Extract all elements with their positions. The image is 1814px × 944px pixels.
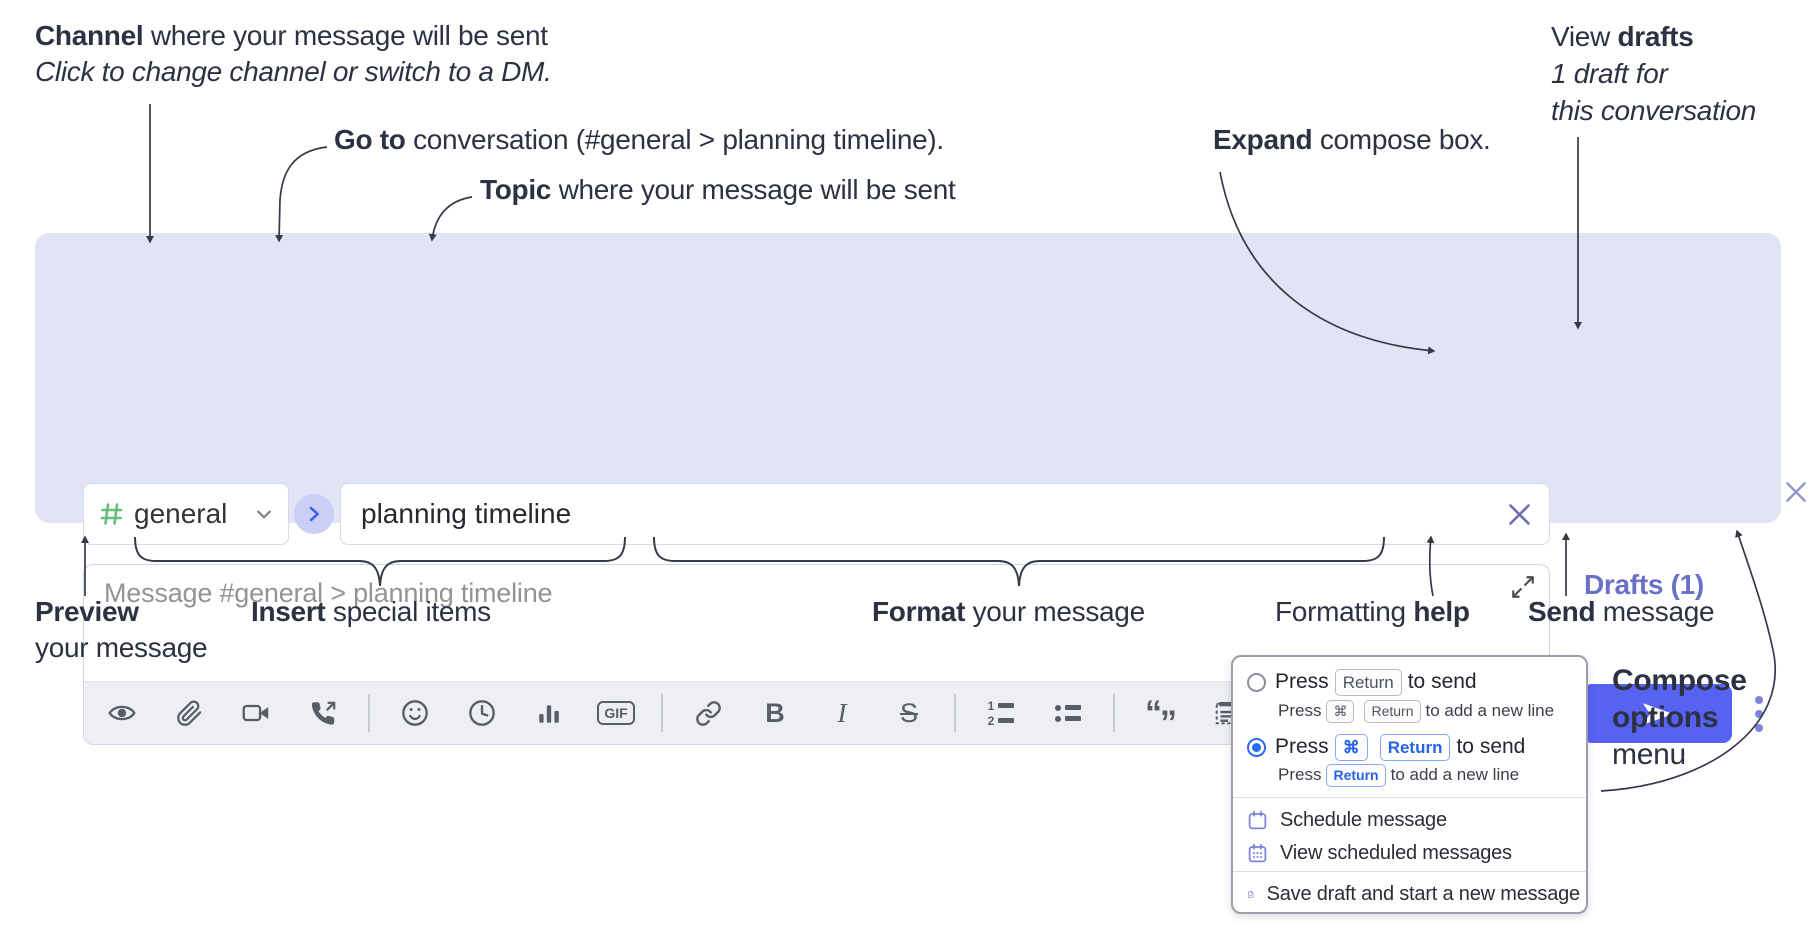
bulleted-list-icon[interactable]: [1046, 692, 1090, 734]
goto-pointer-line: [275, 146, 328, 243]
topic-input-value: planning timeline: [361, 498, 572, 529]
key-chip: Return: [1364, 699, 1421, 723]
radio-unselected[interactable]: [1247, 672, 1266, 692]
goto-annotation: Go to conversation (#general > planning …: [334, 124, 944, 155]
preview-eye-icon[interactable]: [100, 692, 144, 734]
attach-file-icon[interactable]: [167, 692, 211, 734]
key-chip: ⌘: [1326, 699, 1355, 723]
add-poll-icon[interactable]: [527, 692, 571, 734]
key-chip: Return: [1379, 733, 1451, 761]
compose-options-annotation: Compose options menu: [1612, 664, 1747, 771]
voice-call-icon[interactable]: [301, 692, 345, 734]
key-chip: ⌘: [1334, 733, 1368, 761]
channel-annotation-bold: Channel: [35, 20, 144, 51]
quote-icon[interactable]: “”: [1145, 694, 1177, 742]
schedule-calendar-icon: [1248, 810, 1267, 830]
menu-option-text: to add a new line: [1390, 765, 1520, 784]
compose-options-menu-button[interactable]: [1742, 689, 1776, 739]
close-icon: [1786, 482, 1806, 502]
menu-item-schedule-message[interactable]: Schedule message: [1247, 804, 1580, 837]
italic-icon[interactable]: I: [837, 697, 847, 728]
expand-diagonal-icon: [1512, 576, 1534, 598]
close-compose-button[interactable]: [1783, 479, 1809, 505]
channel-name: general: [134, 498, 228, 529]
topic-annotation: Topic where your message will be sent: [480, 174, 956, 205]
menu-option-text: to add a new line: [1425, 701, 1555, 720]
menu-option-text: to send: [1407, 670, 1477, 693]
preview-annotation: Preview your message: [35, 596, 208, 663]
toolbar-divider: [661, 694, 663, 732]
view-drafts-annotation: View drafts 1 draft for this conversatio…: [1551, 21, 1757, 126]
radio-selected[interactable]: [1247, 737, 1266, 757]
key-chip: Return: [1334, 668, 1402, 696]
toolbar-divider: [1113, 694, 1115, 732]
channel-annotation-line2: Click to change channel or switch to a D…: [35, 56, 552, 87]
insert-annotation: Insert special items: [251, 596, 491, 627]
bold-icon[interactable]: B: [765, 697, 785, 728]
menu-option-text: Press: [1278, 701, 1322, 720]
formatting-help-annotation: Formatting help: [1275, 596, 1470, 627]
video-call-icon[interactable]: [234, 692, 278, 734]
chevron-right-icon: [309, 506, 320, 522]
save-draft-icon: [1248, 891, 1254, 898]
expand-compose-button[interactable]: [1510, 574, 1536, 600]
channel-annotation: Channel where your message will be sent …: [35, 18, 552, 90]
menu-item-save-draft[interactable]: Save draft and start a new message: [1247, 878, 1580, 911]
clear-topic-button[interactable]: [1506, 501, 1533, 528]
format-annotation: Format your message: [872, 596, 1145, 627]
link-icon[interactable]: [686, 692, 730, 734]
close-x-icon: [1509, 504, 1530, 525]
menu-option-text: to send: [1456, 735, 1526, 758]
numbered-list-icon[interactable]: 1 2: [979, 692, 1023, 734]
menu-option-text: Press: [1275, 670, 1329, 693]
add-global-time-icon[interactable]: [460, 692, 504, 734]
go-to-conversation-button[interactable]: [294, 494, 334, 534]
view-scheduled-calendar-icon: [1248, 843, 1267, 863]
menu-item-view-scheduled[interactable]: View scheduled messages: [1247, 837, 1580, 870]
menu-divider: [1233, 797, 1586, 798]
toolbar-divider: [368, 694, 370, 732]
toolbar-divider: [954, 694, 956, 732]
add-gif-icon[interactable]: GIF: [594, 692, 638, 734]
menu-divider: [1233, 871, 1586, 872]
channel-selector[interactable]: general: [83, 483, 289, 545]
channel-hash-icon: [100, 503, 123, 525]
chevron-down-icon: [257, 510, 271, 519]
add-emoji-icon[interactable]: [393, 692, 437, 734]
menu-option-text: Press: [1278, 765, 1322, 784]
strikethrough-icon[interactable]: S: [899, 697, 918, 728]
key-chip: Return: [1326, 763, 1386, 787]
menu-option-text: Press: [1275, 735, 1329, 758]
compose-box: general planning timeline: [35, 233, 1806, 745]
topic-input[interactable]: planning timeline: [340, 483, 1550, 545]
expand-annotation: Expand compose box.: [1213, 124, 1491, 155]
gif-label: GIF: [597, 701, 635, 725]
send-annotation: Send message: [1528, 596, 1715, 627]
